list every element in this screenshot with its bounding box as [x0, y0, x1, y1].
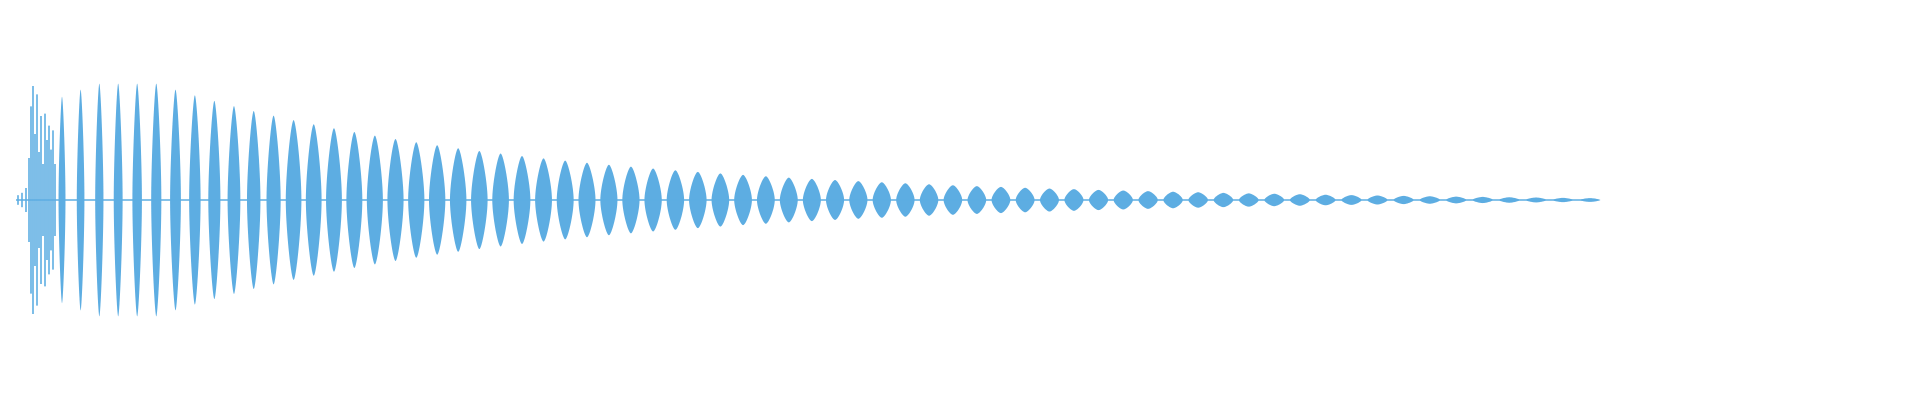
audio-waveform — [16, 83, 1601, 317]
